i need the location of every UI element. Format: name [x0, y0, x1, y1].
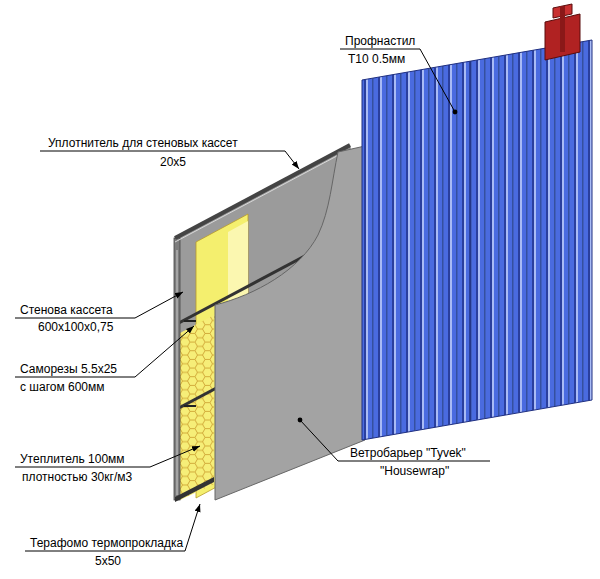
callout-label: Утеплитель 100мм [20, 452, 125, 466]
callout-label: 20x5 [160, 155, 186, 169]
callout-label: 5x50 [95, 554, 121, 568]
callout-label: Профнастил [345, 34, 415, 48]
callout-label: с шагом 600мм [20, 380, 105, 394]
callout-label: Стенова кассета [20, 303, 113, 317]
callout-label: 600x100x0,75 [38, 320, 113, 334]
leader-lines [15, 49, 490, 551]
callout-label: Ветробарьер "Tyvek" [350, 446, 466, 460]
callout-label: Саморезы 5.5x25 [20, 362, 117, 376]
callout-label: Терафомо термопрокладка [30, 536, 183, 550]
callout-label: Уплотнитель для стеновых кассет [48, 136, 238, 150]
callout-label: плотностью 30кг/м3 [22, 470, 132, 484]
profiled-sheet [362, 40, 592, 440]
steel-post [545, 4, 580, 60]
wind-barrier-sheet [215, 146, 365, 500]
callout-label: Т10 0.5мм [348, 52, 405, 66]
callout-label: "Housewrap" [380, 464, 449, 478]
